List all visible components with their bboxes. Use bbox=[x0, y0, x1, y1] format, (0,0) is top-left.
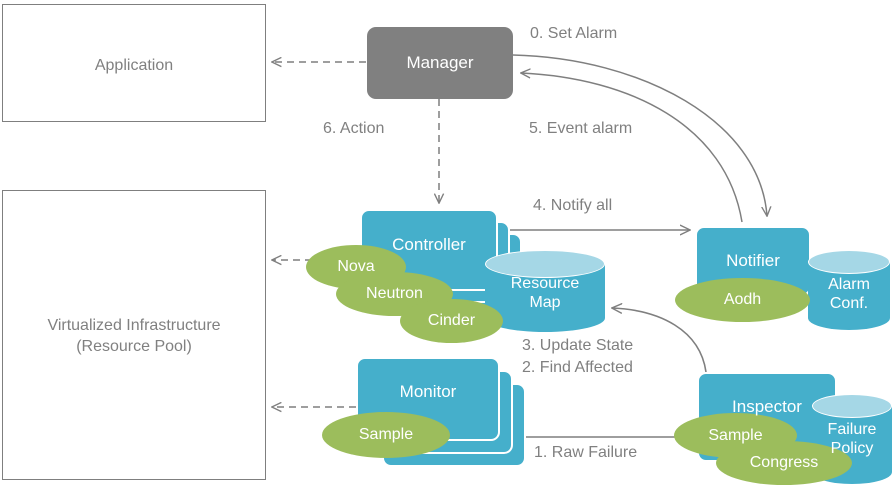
caption-update-state: 3. Update State bbox=[522, 337, 634, 354]
caption-event-alarm: 5. Event alarm bbox=[529, 120, 633, 137]
badge-aodh[interactable]: Aodh bbox=[675, 278, 810, 322]
badge-sample-monitor[interactable]: Sample bbox=[322, 412, 450, 458]
notifier-label: Notifier bbox=[726, 251, 780, 270]
resource-map-top bbox=[485, 250, 605, 278]
badge-neutron[interactable]: Neutron bbox=[336, 272, 453, 316]
manager-label: Manager bbox=[406, 53, 474, 72]
resource-map-label: Resource Map bbox=[510, 275, 580, 311]
inspector-label: Inspector bbox=[732, 397, 802, 416]
badge-sample-monitor-label: Sample bbox=[358, 426, 414, 443]
caption-action: 6. Action bbox=[323, 120, 385, 137]
controller-label: Controller bbox=[392, 235, 466, 254]
badge-sample-inspector-label: Sample bbox=[708, 426, 763, 444]
badge-congress-label: Congress bbox=[749, 454, 819, 471]
caption-notify-all: 4. Notify all bbox=[533, 197, 613, 214]
caption-set-alarm: 0. Set Alarm bbox=[530, 25, 618, 42]
badge-nova-label: Nova bbox=[337, 258, 375, 275]
badge-neutron-label: Neutron bbox=[366, 285, 423, 302]
badge-cinder[interactable]: Cinder bbox=[400, 299, 503, 343]
failure-policy-label: Failure Policy bbox=[827, 421, 877, 457]
badge-aodh-label: Aodh bbox=[723, 291, 762, 308]
virtualized-infrastructure-box[interactable]: Virtualized Infrastructure (Resource Poo… bbox=[2, 190, 266, 480]
badge-cinder-label: Cinder bbox=[427, 312, 476, 329]
virtualized-infrastructure-label: Virtualized Infrastructure (Resource Poo… bbox=[47, 317, 221, 355]
caption-find-affected: 2. Find Affected bbox=[522, 359, 633, 376]
monitor-label: Monitor bbox=[399, 382, 457, 401]
application-label: Application bbox=[94, 57, 174, 74]
failure-policy-top bbox=[812, 394, 892, 418]
resource-map-cylinder[interactable]: Resource Map bbox=[485, 250, 605, 332]
alarm-conf-cylinder[interactable]: Alarm Conf. bbox=[808, 250, 890, 330]
badge-congress[interactable]: Congress bbox=[716, 441, 852, 485]
manager-box[interactable]: Manager bbox=[367, 27, 513, 99]
alarm-conf-top bbox=[808, 250, 890, 274]
application-box[interactable]: Application bbox=[2, 4, 266, 122]
alarm-conf-label: Alarm Conf. bbox=[828, 276, 870, 312]
caption-raw-failure: 1. Raw Failure bbox=[534, 444, 638, 461]
